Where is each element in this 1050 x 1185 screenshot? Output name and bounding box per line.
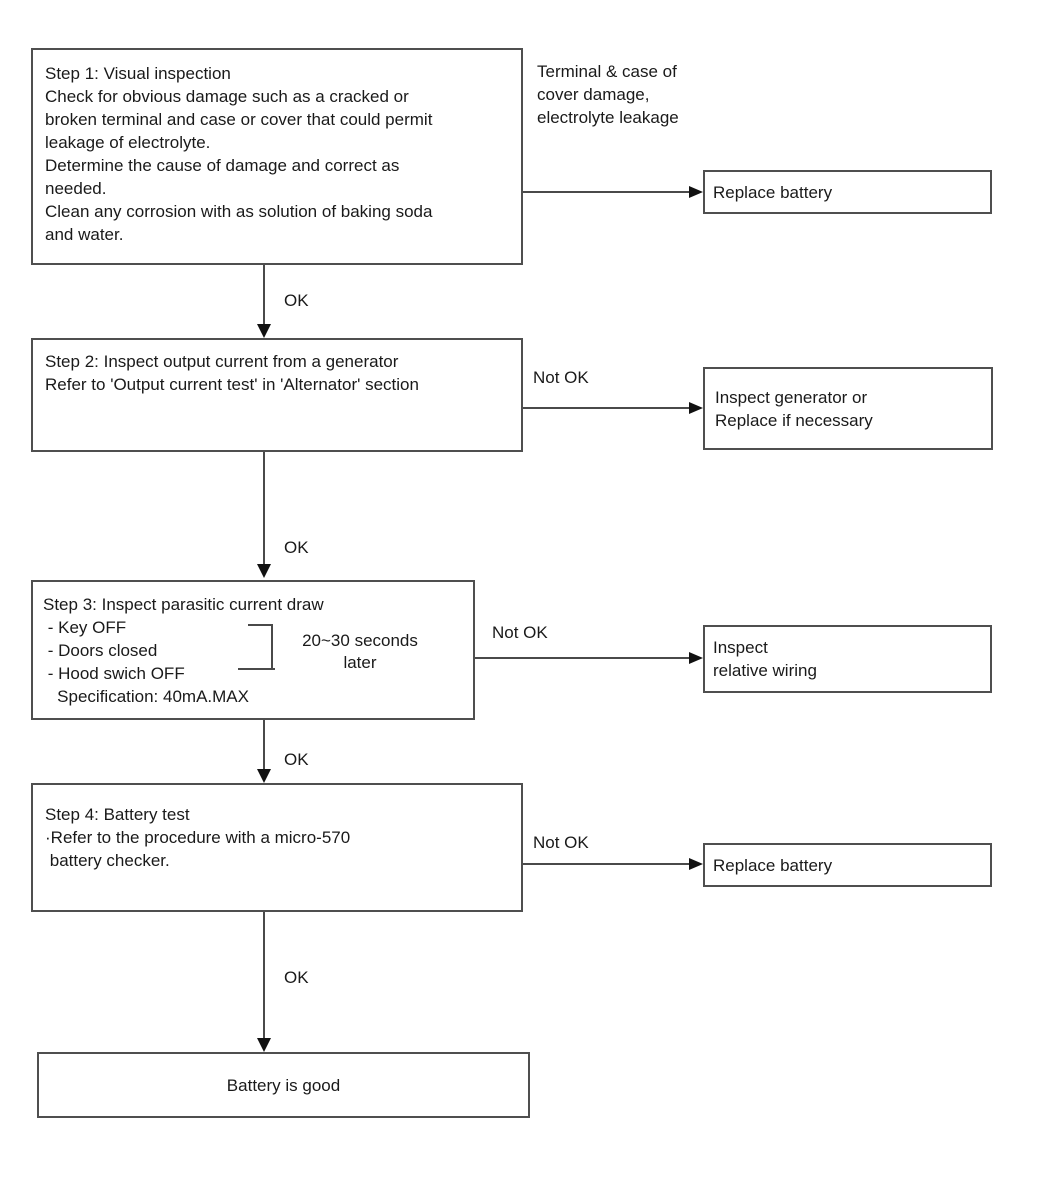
step2-text: Step 2: Inspect output current from a ge… (45, 352, 419, 394)
step3-text: Step 3: Inspect parasitic current draw -… (43, 595, 324, 706)
step4-box: Step 4: Battery test ·Refer to the proce… (31, 783, 523, 912)
result-box: Battery is good (37, 1052, 530, 1118)
replace-battery-text-1: Replace battery (713, 182, 833, 202)
step3-not-ok-label: Not OK (492, 623, 548, 642)
step3-timing-note: 20~30 seconds later (302, 631, 418, 672)
step2-ok-label: OK (284, 538, 309, 557)
step3-ok-arrowhead-icon (257, 769, 271, 783)
step1-text: Step 1: Visual inspection Check for obvi… (45, 64, 433, 244)
step2-ok-connector-line (263, 452, 265, 565)
step3-bracket-icon (248, 624, 273, 670)
step4-ok-label: OK (284, 968, 309, 987)
step1-fail-condition-note: Terminal & case of cover damage, electro… (537, 62, 679, 127)
step4-text: Step 4: Battery test ·Refer to the proce… (45, 805, 351, 870)
step4-fail-connector-line (523, 863, 691, 865)
inspect-wiring-box: Inspect relative wiring (703, 625, 992, 693)
step2-fail-connector-line (523, 407, 691, 409)
step1-fail-arrowhead-icon (689, 186, 703, 198)
step2-not-ok-label: Not OK (533, 368, 589, 387)
step2-box: Step 2: Inspect output current from a ge… (31, 338, 523, 452)
step1-box: Step 1: Visual inspection Check for obvi… (31, 48, 523, 265)
step3-ok-connector-line (263, 720, 265, 770)
step4-not-ok-label: Not OK (533, 833, 589, 852)
step3-fail-connector-line (475, 657, 691, 659)
result-text: Battery is good (226, 1075, 341, 1095)
step3-box: Step 3: Inspect parasitic current draw -… (31, 580, 475, 720)
step1-ok-arrowhead-icon (257, 324, 271, 338)
step3-ok-label: OK (284, 750, 309, 769)
step4-ok-connector-line (263, 912, 265, 1039)
inspect-generator-box: Inspect generator or Replace if necessar… (703, 367, 993, 450)
step4-ok-arrowhead-icon (257, 1038, 271, 1052)
step1-ok-label: OK (284, 291, 309, 310)
step3-fail-arrowhead-icon (689, 652, 703, 664)
inspect-wiring-text: Inspect relative wiring (713, 638, 817, 680)
step2-ok-arrowhead-icon (257, 564, 271, 578)
step2-fail-arrowhead-icon (689, 402, 703, 414)
step1-ok-connector-line (263, 265, 265, 325)
replace-battery-box-2: Replace battery (703, 843, 992, 887)
inspect-generator-text: Inspect generator or Replace if necessar… (715, 387, 873, 430)
replace-battery-text-2: Replace battery (713, 855, 833, 875)
replace-battery-box-1: Replace battery (703, 170, 992, 214)
step1-fail-connector-line (523, 191, 691, 193)
step3-bracket-foot-icon (238, 668, 275, 670)
step4-fail-arrowhead-icon (689, 858, 703, 870)
